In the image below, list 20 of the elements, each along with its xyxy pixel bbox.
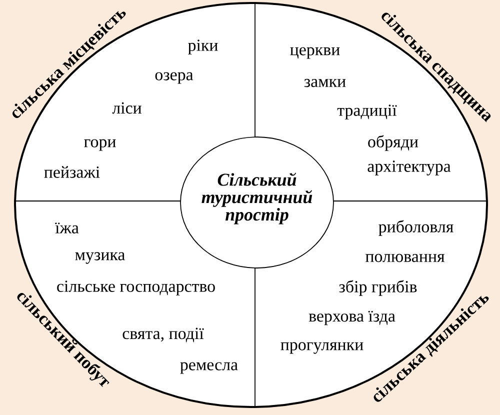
- item-label: традиції: [337, 104, 397, 120]
- item-label: ремесла: [180, 362, 238, 374]
- item-label: сільське господарство: [57, 280, 215, 296]
- item-label: озера: [155, 72, 194, 84]
- item-label: полювання: [366, 254, 444, 262]
- item-label: пейзажі: [44, 166, 100, 178]
- item-label: збір грибів: [339, 280, 417, 296]
- item-label: верхова їзда: [308, 310, 396, 326]
- item-label: музика: [75, 252, 125, 264]
- item-label: прогулянки: [280, 342, 364, 354]
- item-label: свята, події: [122, 328, 204, 342]
- item-label: ліси: [112, 102, 142, 114]
- item-label: риболовля: [378, 220, 454, 236]
- item-label: їжа: [55, 222, 79, 234]
- item-label: ріки: [188, 40, 218, 54]
- item-label: архітектура: [368, 160, 451, 176]
- item-label: замки: [304, 78, 346, 88]
- item-label: обряди: [368, 135, 418, 151]
- item-label: гори: [84, 139, 116, 151]
- item-label: церкви: [290, 47, 340, 59]
